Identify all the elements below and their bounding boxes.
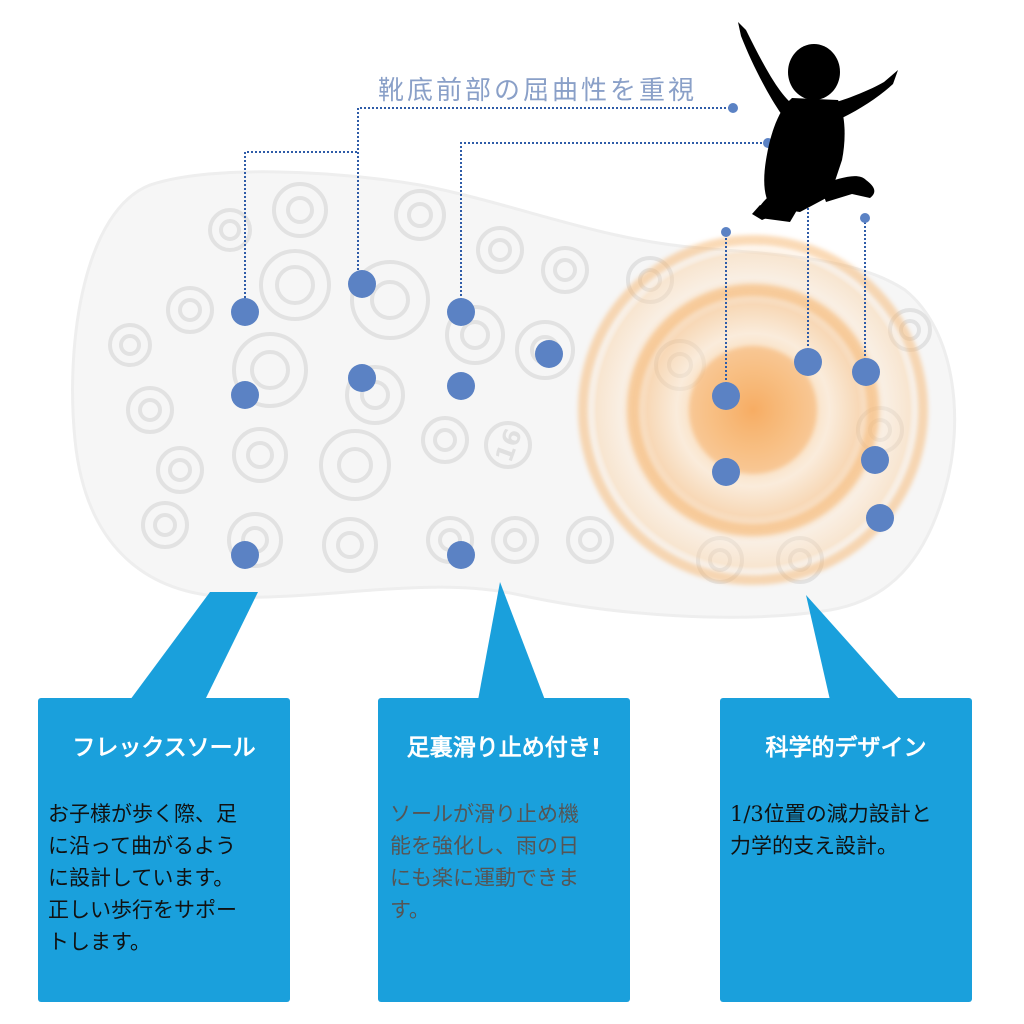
callout-pointers [130, 582, 900, 700]
card-line: に沿って曲がるよう [48, 834, 236, 858]
card-description: お子様が歩く際、足 に沿って曲がるよう に設計しています。 正しい歩行をサポー … [48, 798, 280, 958]
grip-points [231, 270, 894, 569]
card-description: 1/3位置の減力設計と 力学的支え設計。 [730, 798, 962, 862]
flex-sole-card: フレックスソール お子様が歩く際、足 に沿って曲がるよう に設計しています。 正… [38, 698, 290, 1002]
card-title: フレックスソール [72, 735, 256, 761]
card-title: 足裏滑り止め付き! [406, 735, 602, 761]
card-description: ソールが滑り止め機 能を強化し、雨の日 にも楽に運動できま す。 [390, 798, 620, 926]
connector-lines [244, 107, 866, 396]
card-line: お子様が歩く際、足 [48, 802, 237, 826]
card-title: 科学的デザイン [765, 735, 927, 761]
cushion-glow [578, 235, 928, 585]
card-line: にも楽に運動できま [390, 866, 579, 890]
jumping-child-silhouette [738, 22, 898, 222]
forefoot-flex-label: 靴底前部の屈曲性を重視 [378, 76, 698, 106]
card-line: す。 [390, 898, 430, 922]
card-line: 1/3位置の減力設計と [730, 802, 932, 826]
card-line: ソールが滑り止め機 [390, 802, 579, 826]
scientific-design-card: 科学的デザイン 1/3位置の減力設計と 力学的支え設計。 [720, 698, 972, 1002]
card-line: トします。 [48, 930, 151, 954]
card-line: 正しい歩行をサポー [48, 898, 237, 922]
card-line: 能を強化し、雨の日 [390, 834, 579, 858]
anti-slip-card: 足裏滑り止め付き! ソールが滑り止め機 能を強化し、雨の日 にも楽に運動できま … [378, 698, 630, 1002]
card-line: に設計しています。 [48, 866, 235, 890]
card-line: 力学的支え設計。 [730, 834, 898, 858]
